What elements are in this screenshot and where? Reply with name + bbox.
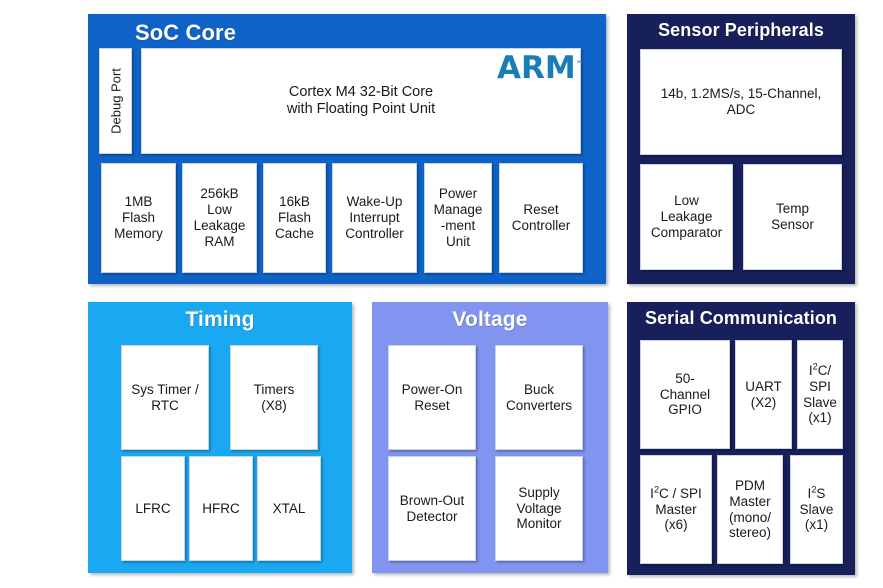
panel-soc-core-title: SoC Core [135, 20, 237, 45]
block-timers-label: Timers(X8) [253, 381, 295, 413]
block-uart-label: UART(X2) [745, 378, 782, 410]
block-cortex-m4-core[interactable]: Cortex M4 32-Bit Core with Floating Poin… [141, 48, 581, 154]
block-xtal[interactable]: XTAL [257, 456, 321, 561]
arm-logo-text: ARM [497, 50, 576, 86]
panel-serial-communication-title: Serial Communication [644, 308, 838, 328]
block-timers[interactable]: Timers(X8) [230, 345, 318, 450]
cpu-line-1: Cortex M4 32-Bit Core [288, 84, 434, 101]
panel-timing-title: Timing [185, 308, 255, 331]
block-hfrc-label: HFRC [202, 500, 240, 516]
block-adc-label: 14b, 1.2MS/s, 15-Channel,ADC [660, 86, 822, 117]
block-debug-port[interactable]: Debug Port [99, 48, 132, 154]
panel-sensor-peripherals-title: Sensor Peripherals [658, 20, 824, 40]
block-hfrc[interactable]: HFRC [189, 456, 253, 561]
arm-logo-trademark: ™ [575, 59, 584, 69]
block-debug-port-label: Debug Port [108, 68, 123, 134]
panel-voltage-title: Voltage [452, 308, 528, 331]
cpu-line-2: with Floating Point Unit [286, 101, 436, 117]
block-sys-timer-rtc-label: Sys Timer /RTC [131, 381, 199, 413]
block-xtal-label: XTAL [272, 500, 306, 516]
block-adc[interactable]: 14b, 1.2MS/s, 15-Channel,ADC [640, 49, 842, 155]
arm-logo: ARM™ [497, 53, 584, 84]
block-sys-timer-rtc[interactable]: Sys Timer /RTC [121, 345, 209, 450]
block-lfrc[interactable]: LFRC [121, 456, 185, 561]
block-uart[interactable]: UART(X2) [735, 340, 792, 449]
block-lfrc-label: LFRC [135, 500, 171, 516]
